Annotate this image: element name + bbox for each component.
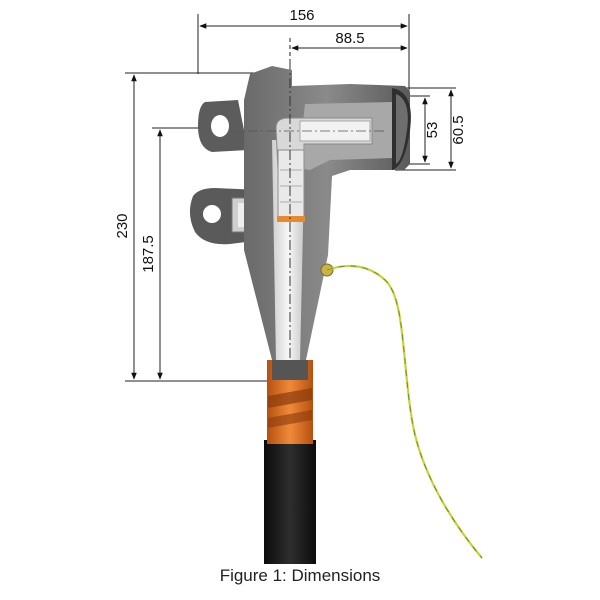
figure-caption: Figure 1: Dimensions — [219, 566, 381, 585]
dim-label-187-5: 187.5 — [140, 235, 157, 273]
dim-label-53: 53 — [424, 122, 441, 139]
dim-label-156: 156 — [289, 7, 314, 24]
dim-label-88-5: 88.5 — [335, 30, 364, 47]
cable-sheath — [264, 440, 316, 564]
lug-stress-ring — [277, 216, 305, 222]
dim-label-230: 230 — [114, 213, 131, 238]
earth-wire — [326, 264, 483, 559]
earth-connection — [320, 263, 483, 559]
dim-label-60-5: 60.5 — [450, 115, 467, 144]
cable-lug — [277, 149, 305, 219]
connector-body — [189, 60, 411, 450]
cable-assembly — [264, 360, 316, 564]
